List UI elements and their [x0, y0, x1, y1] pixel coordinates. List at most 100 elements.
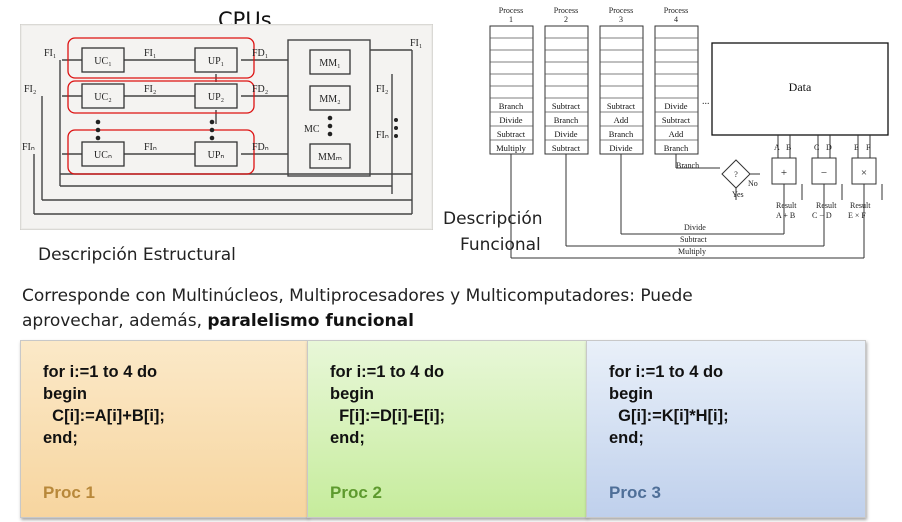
- up2-box: [194, 83, 238, 109]
- result-a-plus-b: A + B: [776, 211, 795, 220]
- process-4-title: Process: [664, 6, 688, 15]
- p4-op-3: Add: [669, 129, 684, 139]
- p3-op-1: Subtract: [607, 101, 636, 111]
- proc-2-code: for i:=1 to 4 do begin F[i]:=D[i]-E[i]; en…: [330, 361, 445, 449]
- process-2-number: 2: [564, 15, 568, 24]
- proc-3-code-line-4: end;: [609, 429, 644, 447]
- p2-op-1: Subtract: [552, 101, 581, 111]
- no-label: No: [748, 179, 758, 188]
- fd-n: FDₙ: [252, 142, 269, 153]
- mm2-label: MM₂: [319, 94, 340, 105]
- operand-f: F: [866, 143, 871, 152]
- fd-2: FD₂: [252, 84, 268, 95]
- ucn-box: [81, 141, 125, 167]
- data-box: [711, 42, 889, 136]
- data-label: Data: [789, 80, 812, 94]
- fi-mid-n: FIₙ: [144, 142, 157, 153]
- up1-box: [194, 47, 238, 73]
- fi-right-1: FI₁: [410, 38, 422, 49]
- mul-op: ×: [861, 167, 867, 179]
- fi-mid-1: FI₁: [144, 48, 156, 59]
- up2-label: UP₂: [208, 92, 224, 103]
- p3-op-3: Branch: [609, 129, 634, 139]
- p1-op-2: Divide: [499, 115, 522, 125]
- fi-in-2: FI₂: [24, 84, 36, 95]
- result-e-times-f: E × F: [848, 211, 866, 220]
- process-2-title: Process: [554, 6, 578, 15]
- cpu2-highlight: [67, 80, 255, 114]
- mm1-label: MM₁: [319, 58, 340, 69]
- branch-arrow-label: Branch: [676, 161, 699, 170]
- uc1-label: UC₁: [94, 56, 111, 67]
- bus-subtract: Subtract: [680, 235, 707, 244]
- functional-description-label-1: Descripción: [443, 209, 543, 229]
- process-1-stack: [489, 25, 534, 155]
- proc-3-label: Proc 3: [609, 483, 661, 502]
- summary-line-1: Corresponde con Multinúcleos, Multiproce…: [22, 286, 693, 306]
- structural-description-label: Descripción Estructural: [38, 245, 236, 265]
- process-3-number: 3: [619, 15, 623, 24]
- result-label-2: Result: [816, 201, 837, 210]
- p3-op-4: Divide: [609, 143, 632, 153]
- p4-op-2: Subtract: [662, 115, 691, 125]
- fi-mid-2: FI₂: [144, 84, 156, 95]
- bus-divide: Divide: [684, 223, 706, 232]
- operand-d: D: [826, 143, 832, 152]
- operand-a: A: [774, 143, 780, 152]
- p4-op-1: Divide: [664, 101, 687, 111]
- p3-op-2: Add: [614, 115, 629, 125]
- operand-c: C: [814, 143, 819, 152]
- summary-line-2-plain: aprovechar, además,: [22, 311, 208, 331]
- mmm-box: [309, 143, 351, 169]
- result-label-3: Result: [850, 201, 871, 210]
- add-op: +: [781, 167, 787, 179]
- uc2-label: UC₂: [94, 92, 111, 103]
- p2-op-3: Divide: [554, 129, 577, 139]
- process-4-number: 4: [674, 15, 678, 24]
- bus-multiply: Multiply: [678, 247, 706, 256]
- process-ellipsis: ...: [702, 96, 710, 107]
- proc-1-label: Proc 1: [43, 483, 95, 502]
- operand-e: E: [854, 143, 859, 152]
- decision-symbol: ?: [734, 170, 738, 179]
- fd-1: FD₁: [252, 48, 268, 59]
- upn-box: [194, 141, 238, 167]
- proc-2-code-line-2: begin: [330, 385, 374, 403]
- proc-2-code-line-4: end;: [330, 429, 365, 447]
- result-c-minus-d: C − D: [812, 211, 832, 220]
- summary-line-2-bold: paralelismo funcional: [207, 311, 414, 331]
- p2-op-2: Branch: [554, 115, 579, 125]
- up1-label: UP₁: [208, 56, 224, 67]
- p1-op-4: Multiply: [496, 143, 527, 153]
- process-3-title: Process: [609, 6, 633, 15]
- structural-diagram: UC₁ UC₂ UCₙ UP₁ UP₂ UPₙ MM₁ MM₂ MMₘ FI₁ …: [20, 24, 433, 230]
- mc-label: MC: [304, 124, 320, 135]
- proc-2-panel: for i:=1 to 4 do begin F[i]:=D[i]-E[i]; en…: [307, 340, 587, 518]
- fi-in-n: FIₙ: [22, 142, 35, 153]
- uc1-box: [81, 47, 125, 73]
- proc-2-code-line-3: F[i]:=D[i]-E[i];: [330, 407, 446, 425]
- proc-1-code-line-1: for i:=1 to 4 do: [43, 363, 158, 381]
- cpu1-highlight: [67, 37, 255, 79]
- mm1-box: [309, 49, 351, 75]
- proc-1-code-line-3: C[i]:=A[i]+B[i];: [43, 407, 165, 425]
- result-label-1: Result: [776, 201, 797, 210]
- proc-1-code-line-4: end;: [43, 429, 78, 447]
- sub-op: −: [821, 167, 827, 179]
- fi-right-n: FIₙ: [376, 130, 389, 141]
- fi-right-2: FI₂: [376, 84, 388, 95]
- mmm-label: MMₘ: [318, 152, 342, 163]
- proc-2-label: Proc 2: [330, 483, 382, 502]
- proc-2-code-line-1: for i:=1 to 4 do: [330, 363, 445, 381]
- p1-op-3: Subtract: [497, 129, 526, 139]
- process-2-stack: [544, 25, 589, 155]
- proc-3-code-line-1: for i:=1 to 4 do: [609, 363, 724, 381]
- cpun-highlight: [67, 129, 255, 175]
- uc2-box: [81, 83, 125, 109]
- fi-in-1: FI₁: [44, 48, 56, 59]
- proc-3-code-line-3: G[i]:=K[i]*H[i];: [609, 407, 729, 425]
